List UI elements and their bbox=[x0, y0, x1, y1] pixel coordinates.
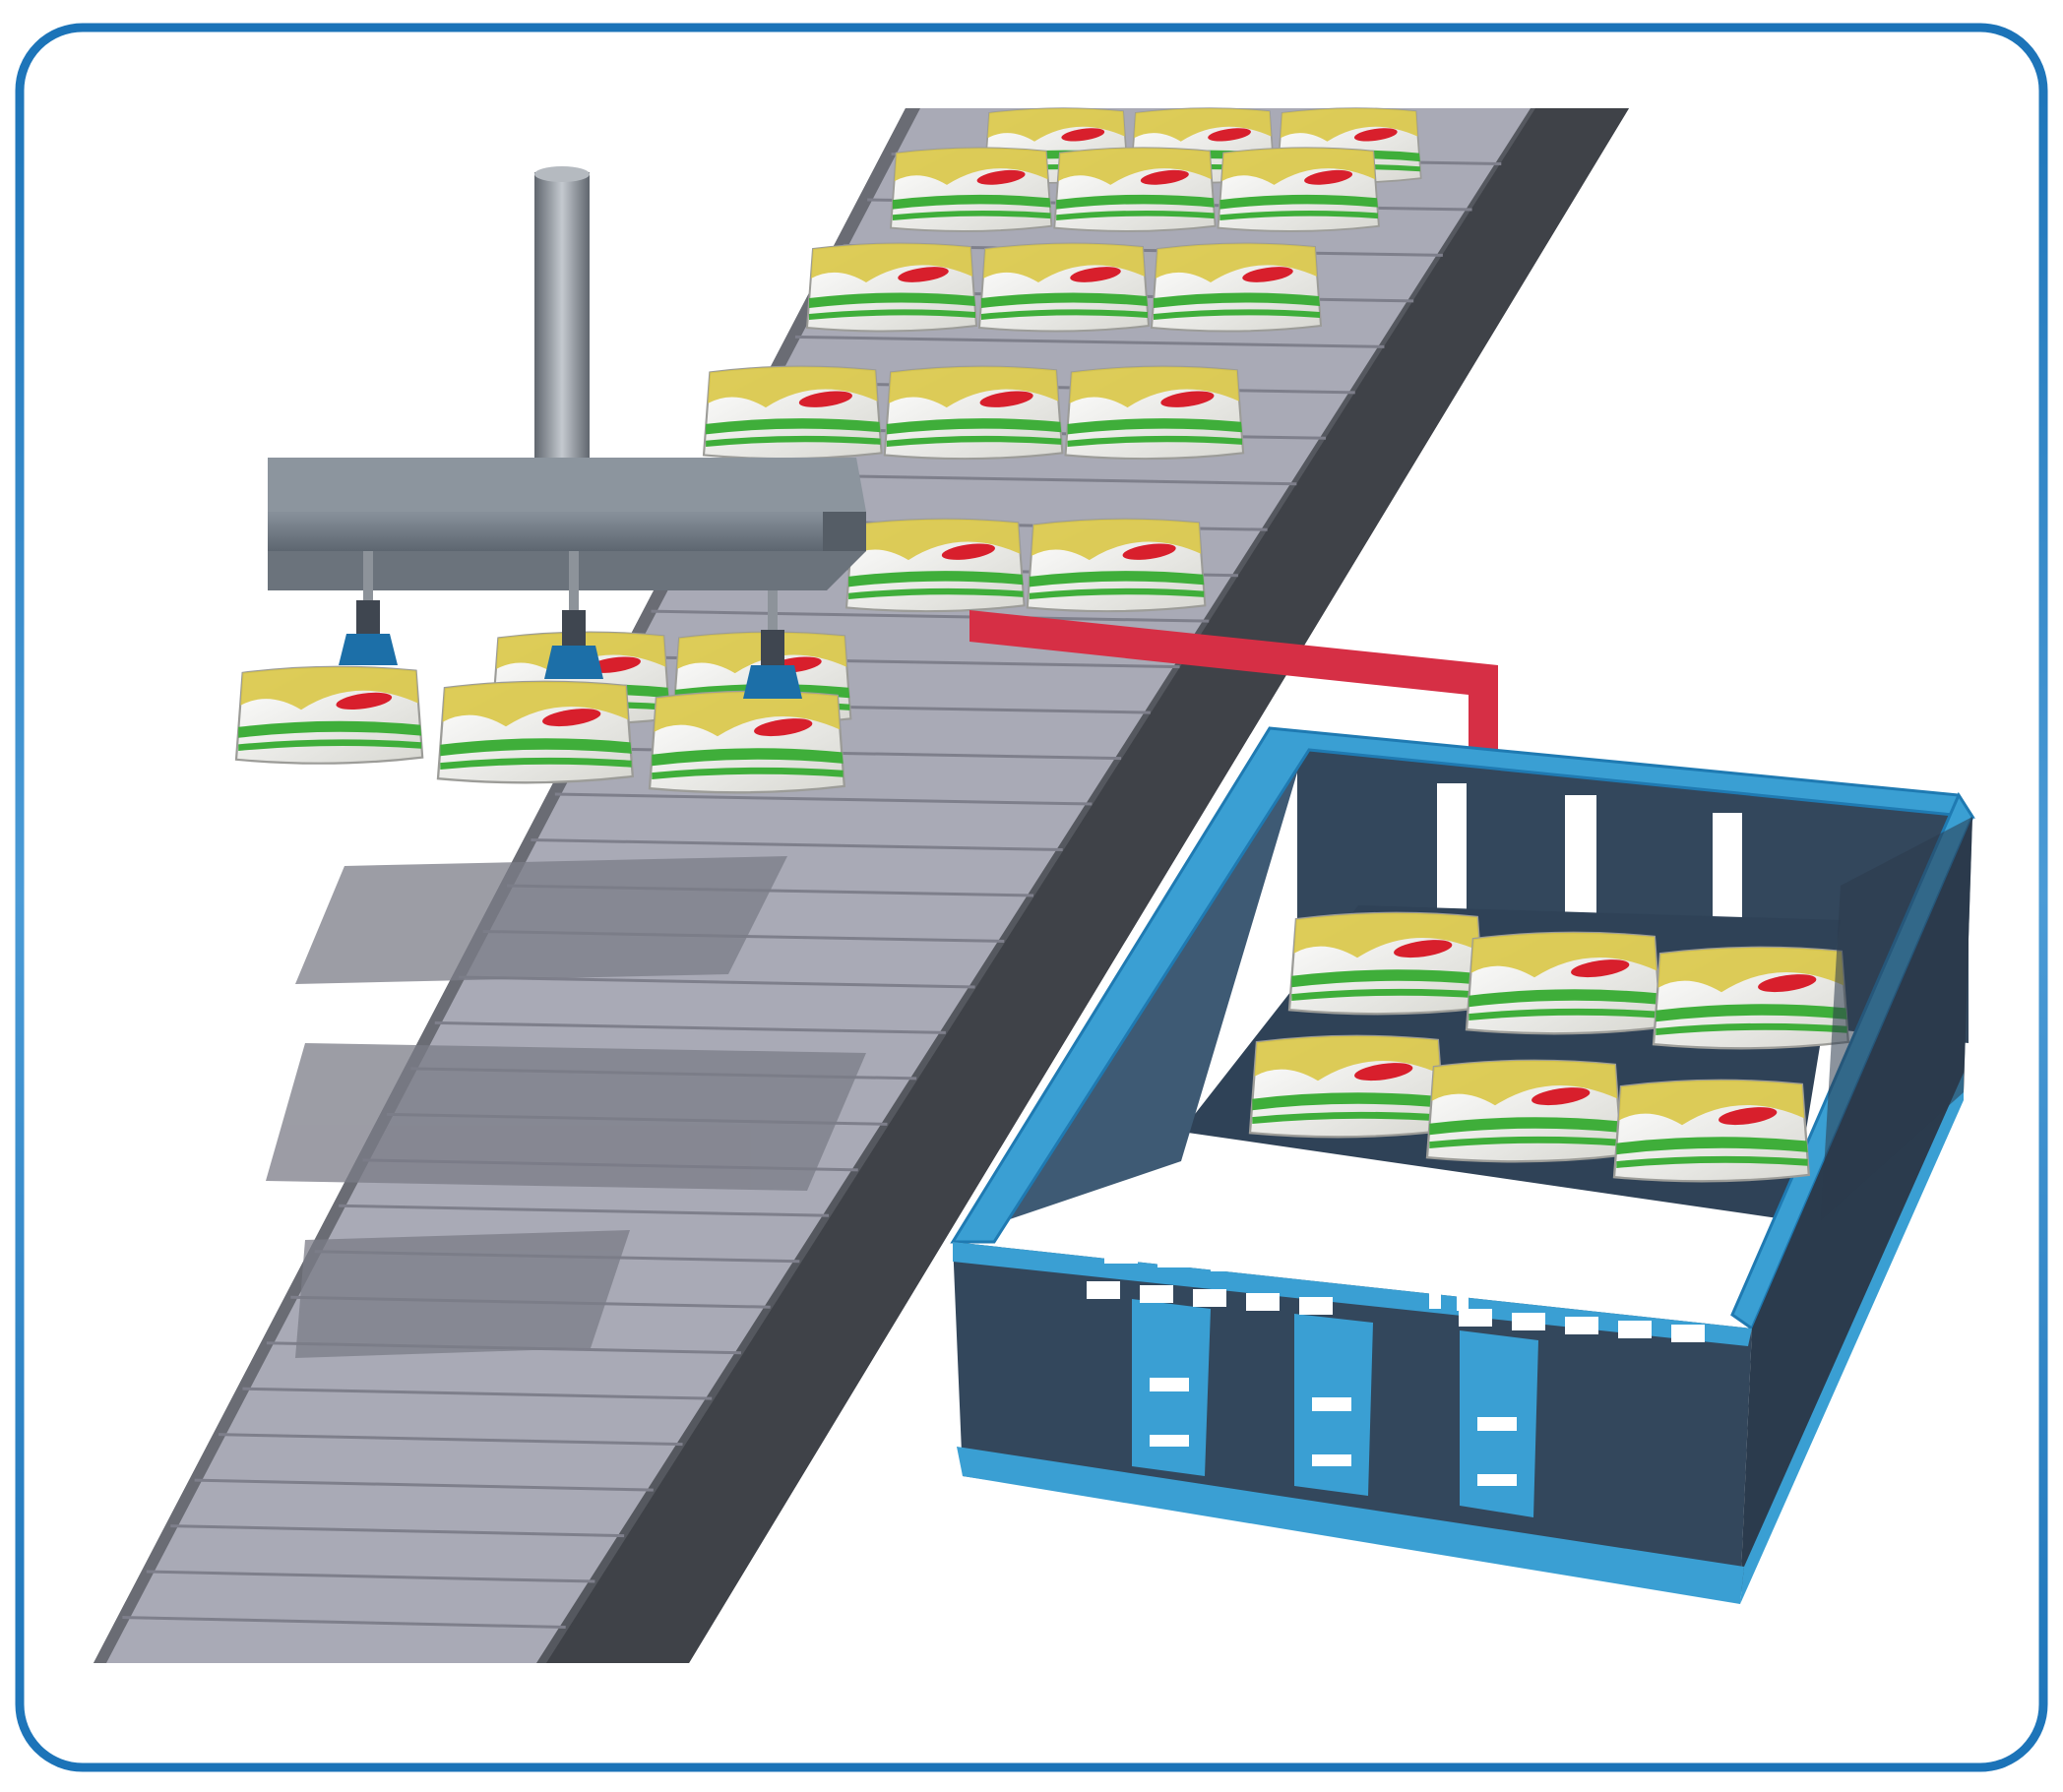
crate-pouch bbox=[1612, 1079, 1810, 1183]
crate-floor-hole bbox=[1600, 1246, 1634, 1264]
crate-floor-hole bbox=[1104, 1246, 1138, 1264]
conveyor-slat bbox=[170, 1524, 625, 1538]
crate-floor-hole bbox=[1140, 1285, 1173, 1303]
conveyor-pouch bbox=[1026, 518, 1207, 613]
crate-floor-hole bbox=[1429, 1260, 1441, 1309]
gripped-pouch bbox=[234, 665, 424, 765]
crate-floor-hole bbox=[1654, 1250, 1687, 1267]
conveyor-pouch bbox=[883, 365, 1064, 461]
crate-floor-hole bbox=[1689, 1289, 1722, 1307]
conveyor-pouch bbox=[1064, 365, 1245, 461]
crate-floor-hole bbox=[1282, 1222, 1315, 1240]
gripper-bar bbox=[268, 458, 866, 512]
crate-floor-hole bbox=[1317, 1262, 1350, 1279]
suction-cups bbox=[339, 551, 802, 699]
crate-pouch bbox=[1465, 931, 1662, 1035]
crate-pouch bbox=[1652, 946, 1849, 1050]
crate-floor-hole bbox=[1264, 1258, 1297, 1275]
crate-floor-hole bbox=[1476, 1273, 1510, 1291]
conveyor-slat bbox=[194, 1478, 654, 1492]
conveyor-slat bbox=[146, 1570, 595, 1583]
crate-floor-hole bbox=[1335, 1226, 1368, 1244]
crate-floor-hole bbox=[1494, 1238, 1528, 1256]
conveyor-shadows bbox=[266, 856, 866, 1358]
crate-floor-hole bbox=[1459, 1309, 1492, 1327]
crate-slot bbox=[1437, 783, 1467, 921]
crate-pouch bbox=[1248, 1034, 1446, 1139]
conveyor-slat bbox=[219, 1433, 683, 1447]
crate-floor-hole bbox=[1707, 1254, 1740, 1271]
crate-floor-hole bbox=[1087, 1281, 1120, 1299]
gripped-pouch bbox=[648, 690, 845, 794]
crate-floor-hole bbox=[1157, 1250, 1191, 1267]
crate-rib-holes bbox=[1150, 1378, 1517, 1486]
conveyor-slat bbox=[122, 1616, 566, 1630]
conveyor-slat bbox=[339, 1204, 830, 1217]
suction-cup bbox=[339, 551, 398, 665]
conveyor-pouch bbox=[1217, 147, 1380, 232]
suction-cup bbox=[544, 551, 603, 679]
crate-floor-hole bbox=[1246, 1293, 1280, 1311]
conveyor-slat bbox=[794, 335, 1385, 348]
crate-floor-hole bbox=[1512, 1313, 1545, 1330]
crate-floor-hole bbox=[1671, 1325, 1705, 1342]
crate-floor-hole bbox=[1299, 1297, 1333, 1315]
conveyor-pouch bbox=[844, 518, 1026, 613]
conveyor-pouch bbox=[806, 242, 977, 333]
crate-floor-hole bbox=[1211, 1254, 1244, 1271]
conveyor-slat bbox=[434, 1020, 946, 1034]
conveyor-slat bbox=[554, 792, 1093, 806]
crate-floor-hole bbox=[1122, 1210, 1156, 1228]
crate-floor-hole bbox=[1193, 1289, 1226, 1307]
crate-floor-hole bbox=[1636, 1285, 1669, 1303]
crate-right-wall bbox=[1821, 817, 1972, 1220]
gripper-rod bbox=[534, 172, 590, 512]
conveyor-pouch bbox=[1053, 147, 1217, 232]
conveyor-slat bbox=[531, 838, 1063, 852]
conveyor-pouch bbox=[978, 242, 1150, 333]
suction-cup bbox=[743, 590, 802, 699]
crate-floor-hole bbox=[1530, 1277, 1563, 1295]
crate-floor-hole bbox=[1565, 1317, 1598, 1334]
gripped-pouch bbox=[436, 680, 634, 784]
crate-floor-hole bbox=[1547, 1242, 1581, 1260]
crate-floor-hole bbox=[1618, 1321, 1652, 1338]
conveyor-slat bbox=[651, 609, 1210, 623]
conveyor-pouch bbox=[890, 147, 1053, 232]
crate-pouch bbox=[1425, 1059, 1623, 1163]
crate-floor-hole bbox=[1583, 1281, 1616, 1299]
conveyor-pouch bbox=[702, 365, 883, 461]
crate-pouch bbox=[1287, 911, 1485, 1016]
crate-floor-holes bbox=[1087, 1210, 1740, 1342]
conveyor-slat bbox=[242, 1387, 713, 1400]
crate-floor-hole bbox=[1228, 1218, 1262, 1236]
conveyor-slat bbox=[459, 975, 975, 989]
robot-gripper bbox=[268, 166, 866, 590]
crate-floor-hole bbox=[1175, 1214, 1209, 1232]
crate-floor-hole bbox=[1457, 1262, 1469, 1311]
conveyor-pouch bbox=[1151, 242, 1322, 333]
